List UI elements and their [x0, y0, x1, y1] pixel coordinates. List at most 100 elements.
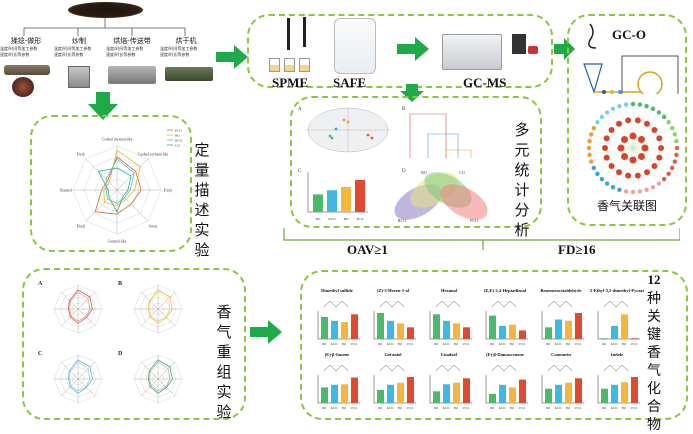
network-edge [632, 147, 647, 190]
bar-label: RCO [443, 342, 450, 346]
bar [397, 382, 404, 403]
network-node [674, 138, 679, 144]
stage-param: 温度/时间等加工参数 [54, 46, 92, 51]
radar-series [147, 359, 173, 394]
aroma-network-graph [586, 101, 680, 195]
radar-series [103, 149, 141, 206]
network-node [608, 127, 615, 134]
compound-name: Hexanal [440, 288, 457, 293]
bar-label: RO [322, 342, 327, 346]
bar [611, 326, 618, 339]
bar-label: RCO [611, 406, 618, 410]
gco-panel [567, 14, 687, 226]
radar-series [67, 359, 93, 394]
bar [321, 387, 328, 403]
bar [443, 384, 450, 403]
bar [313, 194, 323, 212]
bar-label: RO [546, 342, 551, 346]
bar [565, 320, 572, 339]
pca-point [346, 120, 350, 124]
compound-name: (Z)-3-Hexen-1-ol [376, 288, 410, 293]
network-node [588, 159, 594, 164]
network-node [661, 114, 667, 120]
network-edge [632, 104, 641, 149]
bar-label: RCO [443, 406, 450, 410]
bar [489, 393, 496, 403]
radar-axis-label: Floral [77, 225, 86, 229]
molecule-structure [435, 300, 461, 308]
bar [463, 327, 470, 339]
bar-label: RO [434, 406, 439, 410]
bar-label: RCO [387, 342, 394, 346]
compound-name: Geraniol [384, 352, 402, 357]
bar [463, 378, 470, 403]
bar [433, 314, 440, 339]
sensory-panel [30, 115, 192, 252]
legend-label: RCO [175, 139, 183, 143]
bar-label: BO [566, 406, 571, 410]
venn-set [440, 184, 488, 220]
panel-label: D [402, 169, 406, 174]
bar [331, 384, 338, 403]
network-node [637, 189, 643, 194]
bar [575, 378, 582, 403]
bar-label: PCO [357, 217, 364, 221]
network-node [621, 136, 629, 144]
bar [351, 314, 358, 339]
spme-fiber-icon [303, 17, 306, 47]
bar [355, 180, 365, 212]
molecule-structure [491, 364, 517, 372]
bar-label: RO [322, 406, 327, 410]
network-node [650, 106, 656, 111]
bar-label: RO [602, 406, 607, 410]
process-tree-lines [23, 18, 186, 36]
bar-label: BO [566, 342, 571, 346]
venn-label: RCO [398, 218, 406, 223]
compound-name: Linalool [440, 352, 457, 357]
network-edge [632, 140, 677, 149]
stage-title: 揉捻-做形 [10, 37, 42, 45]
compound-name: Coumarin [551, 352, 571, 357]
network-edge [601, 147, 634, 180]
network-edge [632, 127, 673, 149]
bar [509, 387, 516, 403]
bar-label: RO [316, 217, 321, 221]
radar-axis-label: Cooked soybean-like [138, 152, 169, 156]
network-edge [632, 122, 669, 149]
key-compounds-panel [300, 270, 688, 420]
network-edge [607, 147, 634, 184]
bar-label: BO [510, 406, 515, 410]
stage-title: 炒制 [72, 37, 86, 45]
bar-label: BO [622, 342, 627, 346]
molecule-structure [379, 300, 405, 308]
network-node [599, 176, 605, 182]
bar [341, 187, 351, 212]
molecule-structure [491, 300, 517, 308]
network-edge [593, 127, 634, 149]
radar-axis [60, 308, 79, 327]
stage-param: 温度/时间等加工参数 [106, 46, 144, 51]
rolled-tea-image [12, 77, 34, 97]
spme-fiber-icon [287, 18, 290, 50]
stage-title: 烘焙-传送带 [113, 37, 151, 45]
stage-param: 速度/时长等参数 [160, 52, 190, 57]
network-node [641, 144, 649, 152]
bar-label: RO [490, 342, 495, 346]
network-node [610, 185, 616, 190]
rolling-machine-image [4, 65, 50, 75]
molecule-structure [435, 364, 461, 372]
network-node [599, 114, 605, 120]
network-node [617, 187, 622, 193]
compound-name: (E)-β-Damascenone [486, 352, 524, 357]
gc-ms-label: GC-MS [463, 75, 507, 90]
arrow-down-icon [88, 92, 118, 120]
radar-axis [157, 361, 176, 380]
network-node [670, 165, 675, 171]
network-node [608, 162, 615, 169]
network-edge [589, 140, 634, 149]
network-node [586, 145, 592, 151]
